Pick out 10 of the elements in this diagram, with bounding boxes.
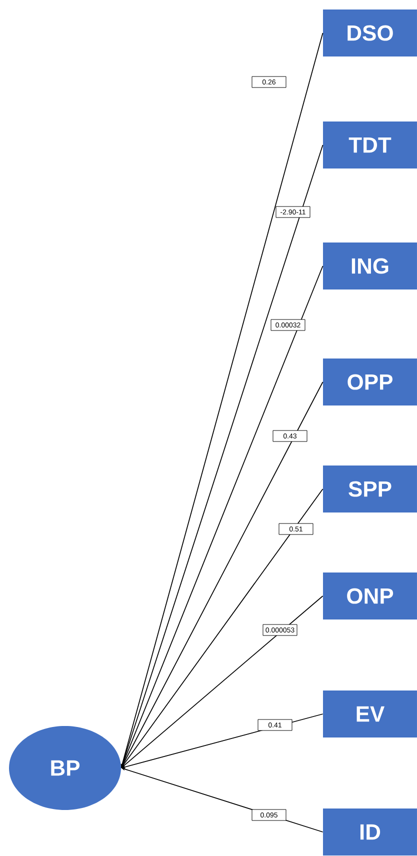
label-box: EV — [323, 690, 417, 738]
label-box: ID — [323, 808, 417, 856]
label-box: TDT — [323, 122, 417, 168]
label-box: ING — [323, 242, 417, 290]
connector-line — [121, 488, 324, 768]
label-box: DSO — [323, 10, 417, 57]
ellipse-node: BP — [9, 726, 121, 810]
label-box: OPP — [323, 358, 417, 406]
label-box: ONP — [323, 572, 417, 620]
label-box: SPP — [323, 466, 417, 512]
